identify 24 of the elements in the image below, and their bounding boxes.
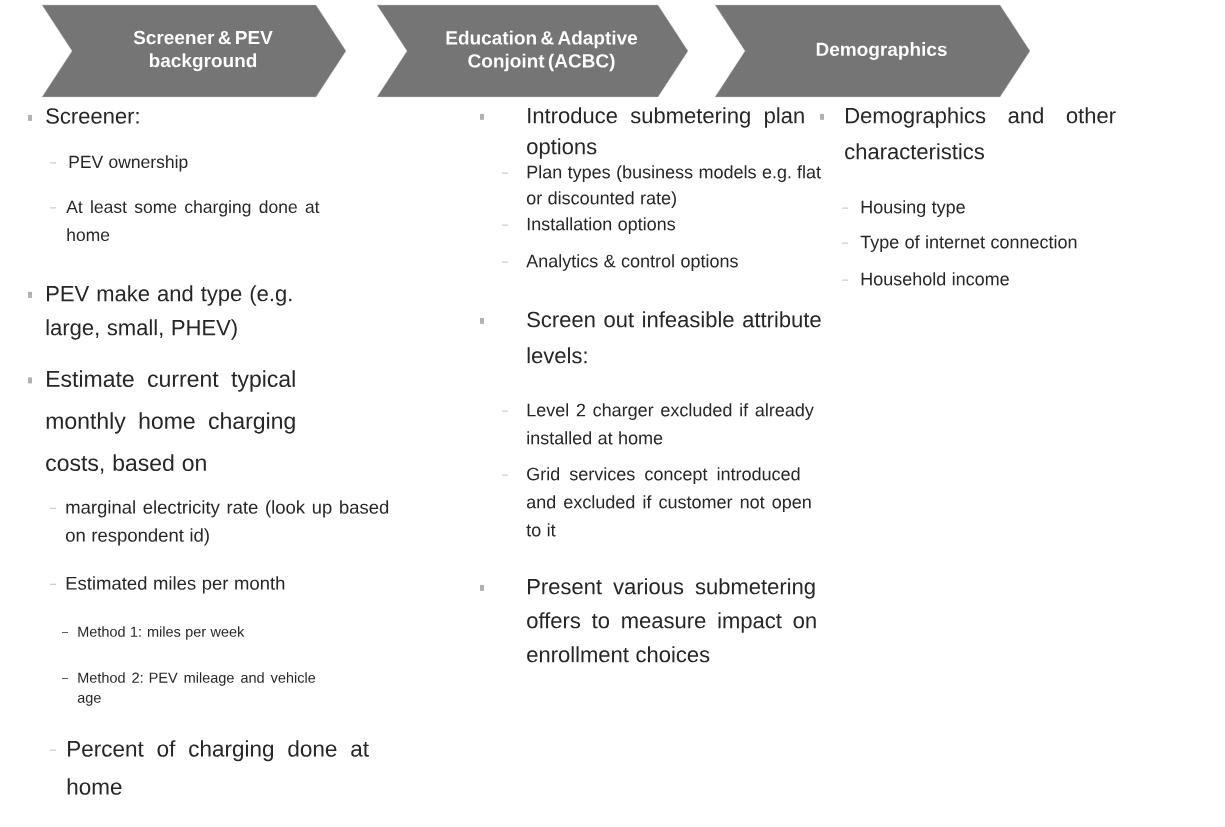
bullet-text: Plan types (business models e.g. flat or discounted rate) — [526, 165, 821, 208]
bullet-text: Estimate current typical monthly home charging costs, based on — [46, 370, 295, 474]
bullet-text: Screen out infeasible attribute levels: — [527, 311, 821, 364]
bullet-text: Demographics and other characteristics — [845, 107, 1116, 160]
bullet-text: Level 2 charger excluded if already installed at home — [527, 403, 814, 445]
bullet-text: Method 1: miles per week — [78, 626, 245, 640]
bullet-text: Installation options — [527, 217, 676, 234]
bullet-text: PEV make and type (e.g. large, small, PHEV) — [46, 285, 292, 340]
bullet-text: Percent of charging done at home — [67, 740, 369, 795]
bullet-text: Housing type — [861, 200, 965, 217]
bullet-text: Household income — [861, 272, 1009, 286]
bullet-text: Method 2: PEV mileage and vehicle age — [77, 672, 316, 706]
bullet-text: At least some charging done at home — [66, 200, 320, 242]
bullet-text: Present various submetering offers to measure impact on enrollment choices — [527, 578, 816, 663]
chevron-box: Demographics — [714, 4, 1031, 98]
bullet-text: marginal electricity rate (look up based on respondent id) — [66, 500, 389, 546]
bullet-text: Type of internet connection — [860, 235, 1077, 252]
chevron-box: Screener & PEV background — [41, 4, 347, 98]
chevron-box: Education & Adaptive Conjoint (ACBC) — [376, 4, 689, 98]
bullet-text: Introduce submetering plan options — [527, 107, 804, 159]
bullet-text: PEV ownership — [69, 155, 188, 172]
bullet-text: Estimated miles per month — [66, 576, 285, 594]
bullet-text: Grid services concept introduced and excluded if customer not open to it — [526, 467, 811, 537]
bullet-text: Analytics & control options — [526, 254, 738, 271]
